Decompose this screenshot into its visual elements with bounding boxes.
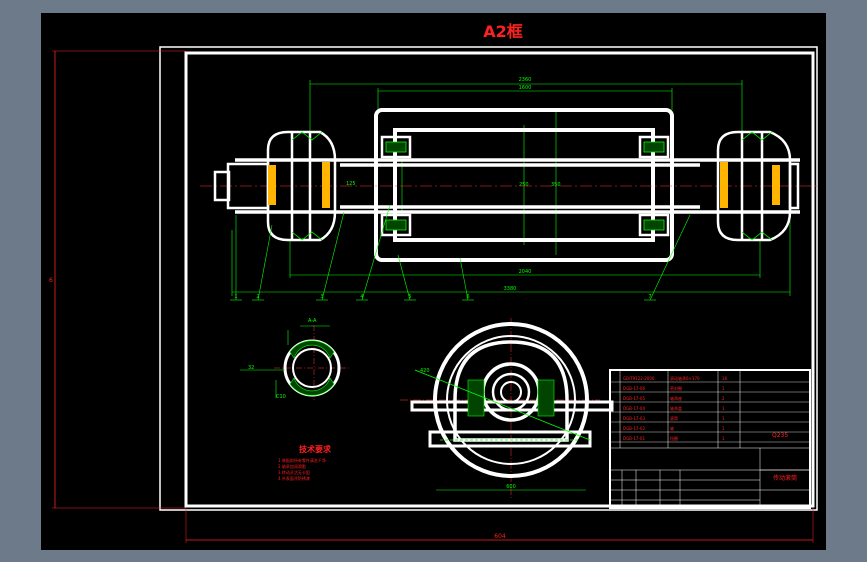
technical-requirements: 技术要求 1.装配前所有零件清洗干净 2.轴承加润滑脂 3.转动灵活无卡阻 4.… — [278, 444, 332, 481]
title-block-drawing-name: 传动滚筒 — [773, 474, 797, 482]
parts-row-name: 挡圈 — [670, 435, 678, 441]
callout-label: 5 — [408, 294, 411, 300]
parts-row-name: 滚筒 — [670, 415, 678, 421]
dim-diameter-a: 250 — [519, 182, 529, 188]
parts-row-qty: 1 — [722, 386, 725, 391]
left-bearing-inner — [322, 162, 330, 208]
title-block-material: Q235 — [772, 432, 788, 439]
callout-label: 7 — [648, 294, 651, 300]
parts-row-name: 滚动轴承6×170 — [670, 375, 700, 381]
dim-span-lower: 2040 — [519, 269, 532, 275]
end-view-angle-callout: 420 — [420, 368, 430, 374]
section-a-a-view: A-A 32 C10 — [240, 318, 350, 402]
right-bearing-housing — [716, 130, 800, 242]
parts-row-qty: 1 — [722, 436, 725, 441]
callout-label: 2 — [256, 294, 259, 300]
parts-row-name: 密封圈 — [670, 385, 682, 391]
callout-label: 6 — [466, 294, 469, 300]
parts-row-code: DGB-17-01 — [623, 436, 645, 441]
right-hub — [638, 135, 670, 237]
tech-req-line-3: 3.转动灵活无卡阻 — [278, 469, 310, 475]
tech-req-title: 技术要求 — [299, 444, 332, 454]
end-view: 420 600 — [400, 318, 614, 500]
dim-span-upper: 1600 — [519, 85, 532, 91]
parts-row-name: 轴 — [670, 425, 674, 431]
right-bearing-inner — [720, 162, 728, 208]
dim-shaft-d: 125 — [346, 181, 356, 187]
right-bearing-outer — [772, 165, 780, 205]
left-height-dimension: 6 — [49, 50, 186, 509]
parts-row-code: DGB-17-02 — [623, 426, 645, 431]
tech-req-line-1: 1.装配前所有零件清洗干净 — [278, 457, 326, 463]
roller-elevation-view: 2360 1600 2040 3380 250 350 125 — [200, 77, 820, 301]
callout-label: 3 — [320, 294, 323, 300]
tech-req-line-2: 2.轴承加润滑脂 — [278, 463, 306, 469]
section-dim-left: 32 — [248, 365, 254, 371]
inner-frame — [184, 51, 815, 508]
dim-overall-length: 3380 — [504, 286, 517, 292]
callout-label: 4 — [360, 294, 363, 300]
parts-row-qty: 1 — [722, 406, 725, 411]
parts-row-qty: 1 — [722, 416, 725, 421]
parts-row-code: DGB-17-05 — [623, 396, 645, 401]
callout-group: 1 2 3 4 5 6 7 — [230, 294, 656, 301]
left-hub — [380, 135, 412, 237]
dim-diameter-b: 350 — [551, 182, 561, 188]
parts-row-qty: 1 — [722, 426, 725, 431]
parts-row-code: DGB-17-04 — [623, 406, 645, 411]
parts-row-code: GB/T9122-2000 — [623, 376, 655, 381]
parts-row-name: 轴承盖 — [670, 405, 682, 411]
outer-frame — [159, 46, 818, 511]
bottom-dimension-text: 604 — [494, 533, 506, 540]
parts-row-qty: 2 — [722, 396, 725, 401]
section-label: A-A — [308, 318, 317, 324]
parts-row-qty: 16 — [722, 376, 728, 381]
parts-row-code: DGB-17-06 — [623, 386, 645, 391]
parts-row-name: 轴承座 — [670, 395, 682, 401]
parts-row-code: DGB-17-03 — [623, 416, 645, 421]
bottom-width-dimension: 604 — [185, 508, 814, 543]
sheet-title: A2框 — [483, 22, 523, 41]
dim-span-top: 2360 — [519, 77, 532, 83]
drawing-canvas — [41, 13, 826, 550]
tech-req-line-4: 4.外表面涂防锈漆 — [278, 475, 310, 481]
end-view-base-width: 600 — [506, 484, 516, 490]
left-dimension-text: 6 — [49, 277, 53, 284]
left-bearing-outer — [268, 165, 276, 205]
callout-label: 1 — [234, 294, 237, 300]
section-dim-bottom: C10 — [276, 394, 286, 400]
